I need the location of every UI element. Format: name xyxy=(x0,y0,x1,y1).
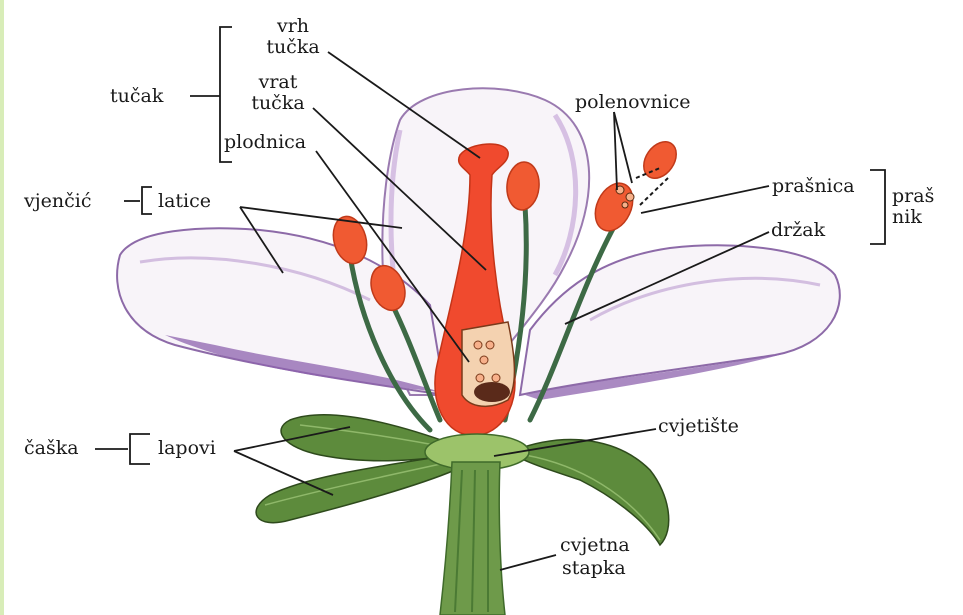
label-stapka: stapka xyxy=(562,558,626,578)
label-drzak: držak xyxy=(771,220,825,240)
ovary-seeds xyxy=(474,382,510,402)
label-polenovnice: polenovnice xyxy=(575,92,691,112)
label-lapovi: lapovi xyxy=(158,438,216,458)
label-vrat-1: vrat xyxy=(243,72,313,92)
label-cvjetna: cvjetna xyxy=(560,535,630,555)
label-vrh-2: tučka xyxy=(258,37,328,57)
label-vrat-2: tučka xyxy=(243,93,313,113)
label-prasnik-1: praš xyxy=(892,186,934,206)
sepal-left-lower xyxy=(256,455,455,523)
label-plodnica: plodnica xyxy=(224,132,306,152)
label-prasnica: prašnica xyxy=(772,176,855,196)
label-cvjetiste: cvjetište xyxy=(658,416,739,436)
label-tucak: tučak xyxy=(110,86,163,106)
pollen-dash-2 xyxy=(640,178,668,205)
label-vrh-1: vrh xyxy=(258,16,328,36)
label-prasnik-2: nik xyxy=(892,207,922,227)
left-border-strip xyxy=(0,0,4,615)
label-latice: latice xyxy=(158,191,211,211)
sepal-right xyxy=(515,440,669,545)
label-caska: čaška xyxy=(24,438,79,458)
label-vjencic: vjenčić xyxy=(24,191,91,211)
